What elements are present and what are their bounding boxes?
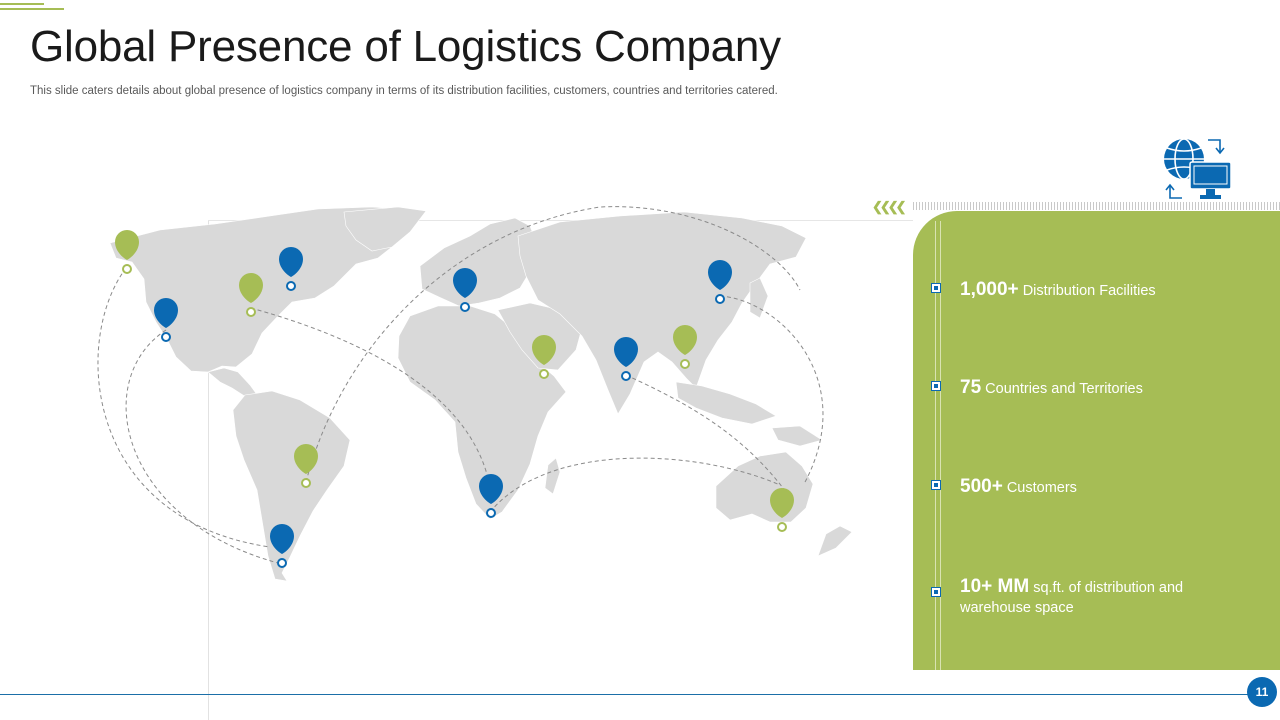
map-pin-icon	[294, 444, 318, 488]
stat-item: 1,000+ Distribution Facilities	[931, 279, 1210, 301]
page-number-badge: 11	[1247, 677, 1277, 707]
map-pin-icon	[270, 524, 294, 568]
madagascar-landmass	[544, 457, 561, 495]
route-line	[250, 307, 491, 488]
frame-vertical-line	[208, 220, 209, 720]
square-bullet-icon	[931, 283, 941, 293]
south-america-landmass	[232, 390, 351, 582]
route-line	[305, 206, 801, 483]
route-line	[97, 267, 271, 548]
australia-landmass	[715, 451, 814, 523]
slide-title: Global Presence of Logistics Company	[30, 22, 781, 71]
map-pin-icon	[614, 337, 638, 381]
stat-item: 75 Countries and Territories	[931, 377, 1210, 399]
map-pin-icon	[479, 474, 503, 518]
route-line	[125, 329, 279, 564]
asia-landmass	[517, 211, 807, 415]
footer-line	[0, 694, 1250, 695]
greenland-landmass	[343, 206, 427, 252]
stats-panel: 1,000+ Distribution Facilities 75 Countr…	[913, 211, 1280, 670]
frame-horizontal-line	[208, 220, 913, 221]
stat-label: Customers	[1006, 480, 1077, 496]
stat-label: Countries and Territories	[985, 381, 1143, 397]
map-pin-icon	[154, 298, 178, 342]
hatch-divider	[913, 202, 1280, 210]
stat-label: sq.ft. of distribution and warehouse spa…	[960, 580, 1184, 616]
map-pin-icon	[279, 247, 303, 291]
stat-label: Distribution Facilities	[1022, 283, 1156, 299]
globe-computer-icon	[1164, 138, 1232, 199]
central-america-landmass	[207, 367, 259, 398]
slide-subtitle: This slide caters details about global p…	[30, 85, 778, 97]
map-pin-icon	[770, 488, 794, 532]
stat-value: 500+	[960, 476, 1003, 497]
japan-landmass	[749, 277, 769, 319]
square-bullet-icon	[931, 480, 941, 490]
map-pin-icon	[239, 273, 263, 317]
route-line	[489, 457, 781, 513]
stat-value: 75	[960, 377, 982, 398]
stat-item: 10+ MM sq.ft. of distribution and wareho…	[931, 576, 1210, 618]
panel-divider-line	[935, 221, 936, 670]
panel-divider-line	[940, 221, 941, 670]
map-pin-icon	[532, 335, 556, 379]
chevron-left-icon: ❮❮❮❮	[872, 199, 907, 214]
square-bullet-icon	[931, 381, 941, 391]
map-pin-icon	[115, 230, 139, 274]
stat-item: 500+ Customers	[931, 476, 1210, 498]
map-pin-icon	[453, 268, 477, 312]
new-zealand-landmass	[817, 525, 853, 557]
map-pins	[115, 230, 794, 568]
stat-value: 1,000+	[960, 279, 1019, 300]
map-pin-icon	[673, 325, 697, 369]
top-accent-lines	[0, 0, 64, 10]
europe-landmass	[419, 217, 539, 307]
southeast-asia-landmass	[675, 381, 777, 425]
map-pin-icon	[708, 260, 732, 304]
route-line	[625, 374, 787, 493]
square-bullet-icon	[931, 587, 941, 597]
new-guinea-landmass	[771, 425, 823, 447]
stat-value: 10+ MM	[960, 576, 1030, 597]
route-line	[719, 295, 824, 485]
